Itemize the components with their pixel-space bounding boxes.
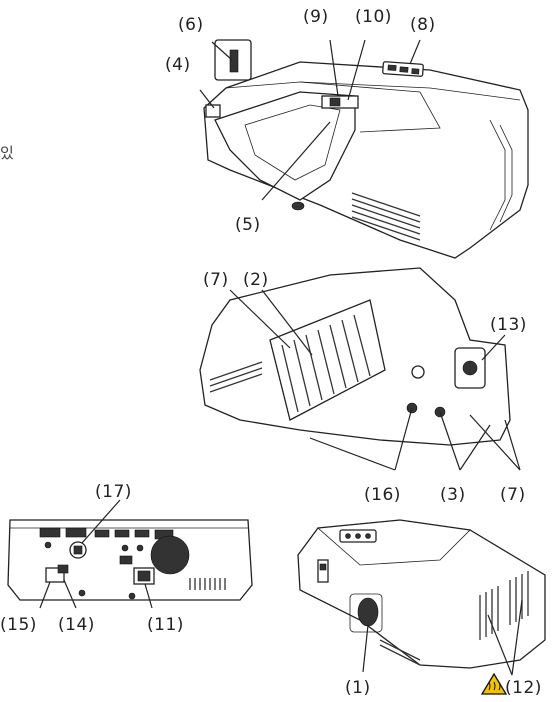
underside-left-vent xyxy=(209,361,263,393)
callout-8: (8) xyxy=(410,15,436,35)
hot-surface-warning-icon xyxy=(480,672,508,695)
exhaust-vent xyxy=(479,571,529,640)
callout-6: (6) xyxy=(178,15,204,35)
callout-2: (2) xyxy=(243,270,269,290)
callout-7-top: (7) xyxy=(203,270,229,290)
projector-rear-view: (17) (15) (14) (11) xyxy=(0,482,253,635)
callout-15: (15) xyxy=(0,615,37,635)
callout-11: (11) xyxy=(147,615,184,635)
projector-underside-view: (7) (2) (13) (16) (3) (7) xyxy=(199,267,527,505)
callout-16: (16) xyxy=(364,485,401,505)
callout-10: (10) xyxy=(355,7,392,27)
filter-grille xyxy=(281,314,371,413)
side-text: 있 xyxy=(0,144,14,162)
rear-port-panel xyxy=(39,527,174,565)
callout-14: (14) xyxy=(58,615,95,635)
callout-9: (9) xyxy=(303,7,329,27)
callout-7-bottom: (7) xyxy=(500,485,526,505)
side-vent xyxy=(351,192,421,241)
callout-17: (17) xyxy=(95,482,132,502)
rear-vent xyxy=(189,578,226,590)
callout-12: (12) xyxy=(505,678,542,698)
callout-5: (5) xyxy=(235,215,261,235)
projector-rear-side-view: (1) (12) xyxy=(297,519,546,698)
callout-4: (4) xyxy=(165,55,191,75)
projector-top-front-view: (6) (9) (10) (8) (4) (5) xyxy=(165,7,529,259)
callout-1: (1) xyxy=(345,678,371,698)
callout-3: (3) xyxy=(440,485,466,505)
callout-13: (13) xyxy=(490,315,527,335)
